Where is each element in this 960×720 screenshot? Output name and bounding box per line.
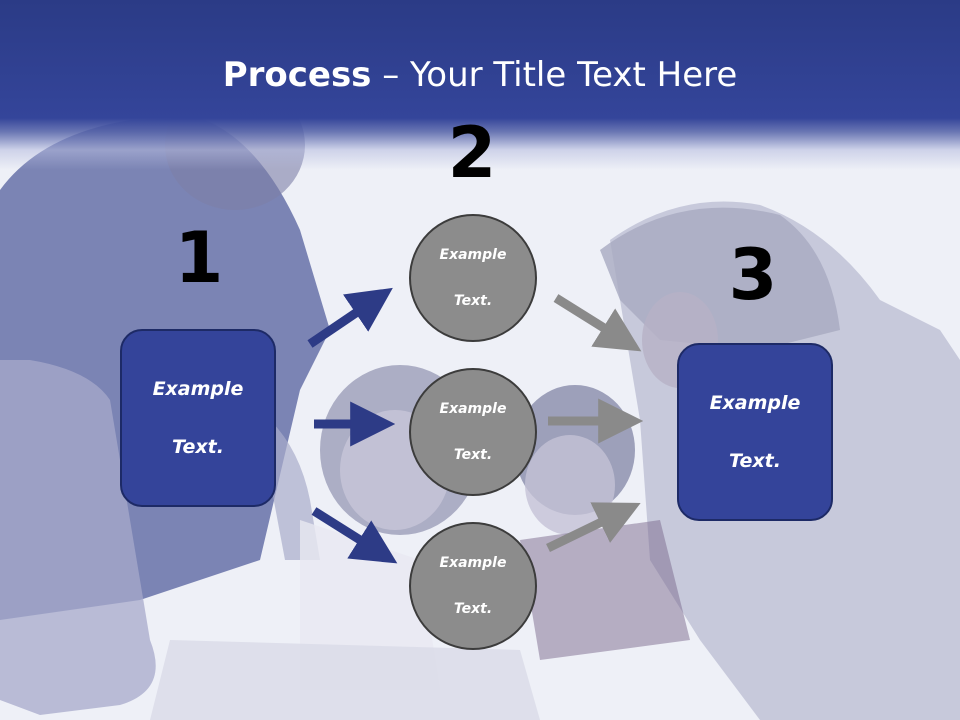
circle-1-line2: Text. xyxy=(453,292,493,309)
slide-title: Process – Your Title Text Here xyxy=(0,52,960,98)
step-number-3: 3 xyxy=(728,234,778,316)
arrow-to-circle-3 xyxy=(311,507,398,564)
left-box-line1: Example xyxy=(152,377,244,400)
circle-2-line1: Example xyxy=(439,400,507,417)
arrow-to-circle-1 xyxy=(307,287,393,348)
circle-1-line1: Example xyxy=(439,246,507,263)
step-number-1: 1 xyxy=(174,217,224,299)
title-rest: – Your Title Text Here xyxy=(371,55,738,95)
title-band xyxy=(0,0,960,170)
right-box-line1: Example xyxy=(709,391,801,414)
title-bold: Process xyxy=(222,55,372,95)
left-box-line2: Text. xyxy=(172,435,224,458)
circle-3-line2: Text. xyxy=(453,600,493,617)
arrow-from-circle-3 xyxy=(546,502,641,553)
arrow-from-circle-1 xyxy=(553,294,642,352)
circle-3-line1: Example xyxy=(439,554,507,571)
circle-2-line2: Text. xyxy=(453,446,493,463)
step-number-2: 2 xyxy=(447,112,497,194)
right-box-line2: Text. xyxy=(729,449,781,472)
